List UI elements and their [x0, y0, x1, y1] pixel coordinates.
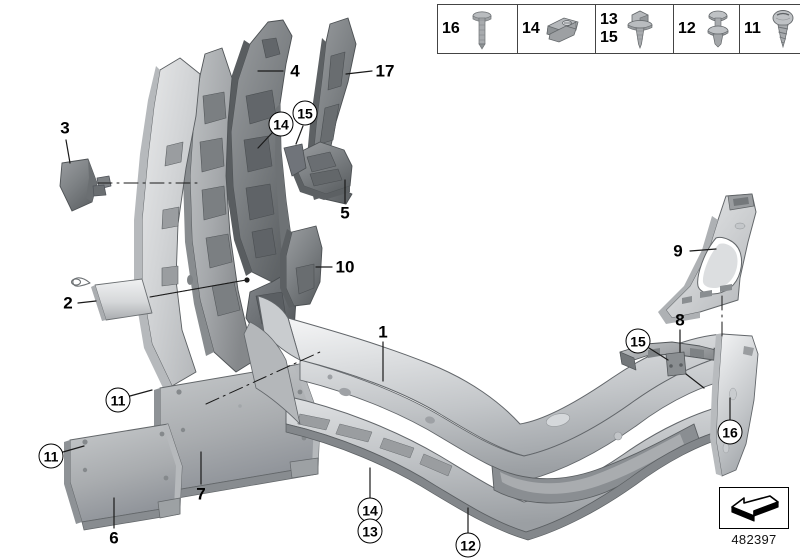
hex-flange-bolt-icon — [462, 6, 502, 52]
legend-numbers-11: 11 — [744, 20, 761, 38]
legend-cell-13-15: 13 15 — [596, 5, 674, 53]
legend-cell-14: 14 — [518, 5, 596, 53]
part-4-bumper-carrier-trim — [224, 19, 293, 283]
callout-9: 9 — [673, 241, 683, 261]
hex-head-washer-screw-icon — [620, 6, 660, 52]
callout-6: 6 — [109, 528, 119, 548]
alignment-7 — [205, 351, 321, 405]
leader-11a — [129, 389, 153, 397]
callout-2: 2 — [63, 293, 73, 313]
part-10-corner-filler-trim — [280, 225, 323, 308]
legend-number: 13 — [600, 10, 618, 28]
callout-8: 8 — [675, 310, 685, 330]
legend-cell-12: 12 — [674, 5, 740, 53]
legend-numbers-14: 14 — [522, 20, 540, 38]
spring-cage-nut-icon — [542, 6, 582, 52]
legend-number: 11 — [744, 19, 761, 37]
alignment-2 — [149, 279, 247, 298]
legend-numbers-13-15: 13 15 — [600, 11, 618, 48]
leader-8-to-bumper — [685, 373, 705, 389]
callout-7: 7 — [196, 484, 206, 504]
part-3-towing-eye-cover — [59, 158, 112, 212]
callout-10: 10 — [335, 257, 355, 277]
callout-15a: 15 — [292, 100, 318, 126]
callout-5: 5 — [340, 203, 350, 223]
legend-number: 16 — [442, 19, 460, 37]
leader-17 — [345, 70, 373, 75]
legend-cell-11: 11 — [740, 5, 800, 53]
fastener-legend: 16 14 — [437, 4, 800, 54]
callout-14a: 14 — [268, 111, 294, 137]
callout-14b: 14 — [357, 497, 383, 523]
legend-numbers-16: 16 — [442, 20, 460, 38]
leader-14a — [257, 132, 273, 149]
leader-2 — [77, 300, 97, 304]
legend-cell-16: 16 — [438, 5, 518, 53]
part-12-lower-bumper-grille-surround — [285, 395, 731, 541]
part-6-licence-plate-base-small — [64, 423, 183, 531]
leader-15a — [295, 125, 304, 145]
leader-9 — [689, 248, 717, 252]
callout-3: 3 — [60, 118, 70, 138]
diagram-id-block: 482397 — [719, 487, 789, 547]
callout-17: 17 — [375, 61, 395, 81]
part-lower-valance — [243, 321, 301, 425]
callout-13: 13 — [357, 518, 383, 544]
part-16-right-corner-area — [710, 333, 759, 477]
pan-head-tapping-screw-icon — [763, 6, 800, 52]
part-9-side-grille-trim-right — [658, 193, 757, 324]
part-inner-shell — [183, 47, 253, 373]
callout-11a: 11 — [105, 387, 131, 413]
expanding-rivet-icon — [698, 6, 738, 52]
diagram-id-number: 482397 — [731, 532, 777, 547]
legend-numbers-12: 12 — [678, 20, 696, 38]
callout-15b: 15 — [625, 328, 651, 354]
part-2-tow-hook-flap — [70, 277, 153, 321]
orientation-frame — [719, 487, 789, 529]
callout-16: 16 — [717, 419, 743, 445]
legend-number: 14 — [522, 19, 540, 37]
legend-number: 12 — [678, 19, 696, 37]
leader-15b — [648, 347, 669, 361]
leader-lines — [62, 70, 731, 534]
callout-11b: 11 — [38, 443, 64, 469]
leader-3 — [65, 139, 71, 164]
callout-4: 4 — [290, 61, 300, 81]
legend-number: 15 — [600, 29, 618, 46]
callout-1: 1 — [378, 322, 388, 342]
part-5-air-duct-segment — [283, 141, 353, 200]
callout-12: 12 — [455, 532, 481, 558]
leader-11b — [62, 445, 85, 453]
arrow-3d-left-icon — [731, 495, 779, 522]
